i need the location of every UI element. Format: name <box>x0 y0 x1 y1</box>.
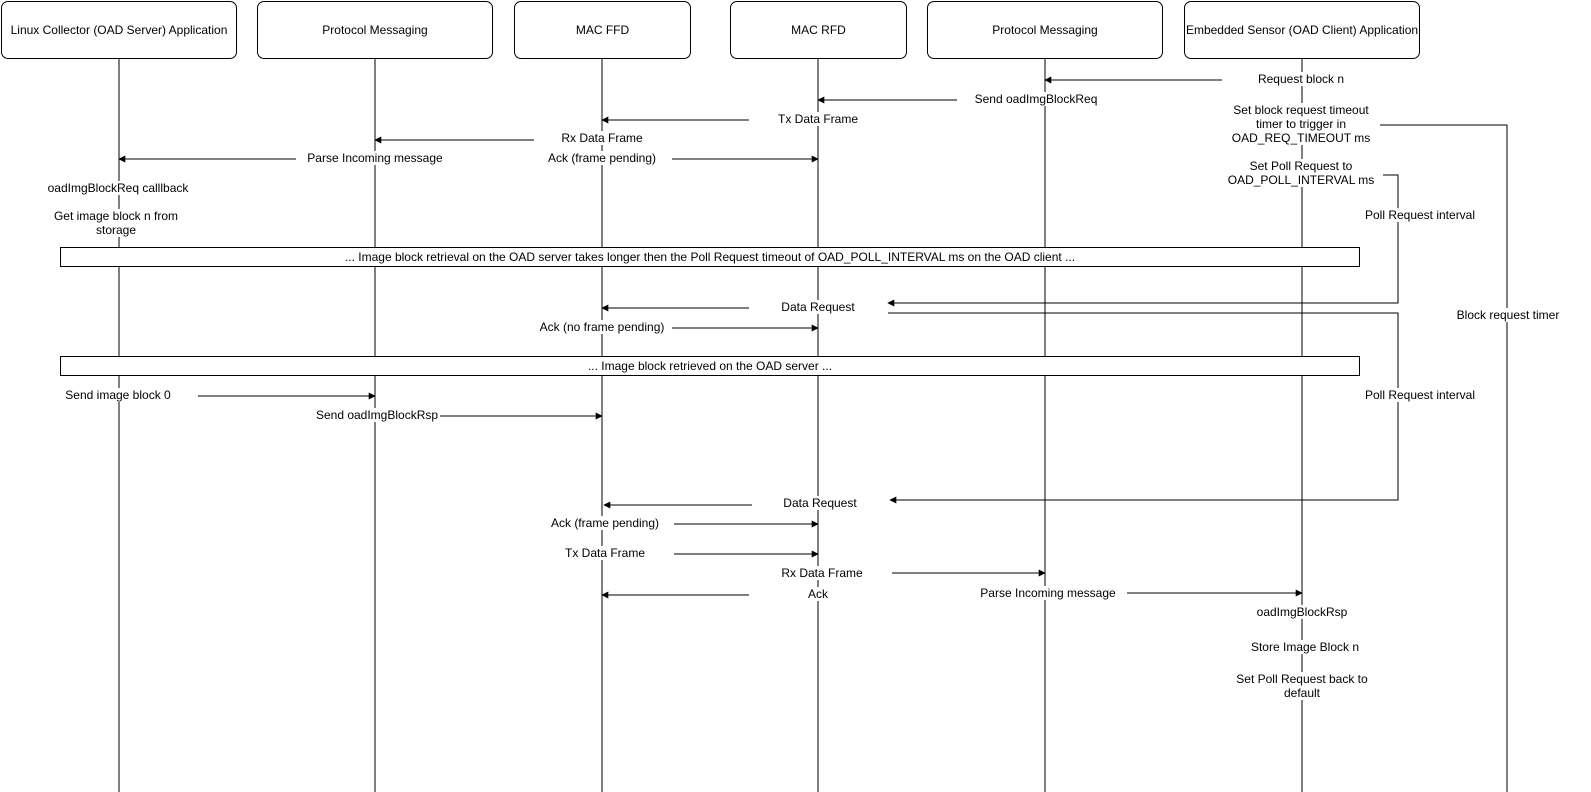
label-send-image-block-0: Send image block 0 <box>65 388 171 402</box>
label-parse-incoming-2: Parse Incoming message <box>980 586 1116 600</box>
label-rx-data-frame-2: Rx Data Frame <box>781 566 863 580</box>
participant-mac-ffd: MAC FFD <box>514 1 691 59</box>
label-data-request-1: Data Request <box>781 300 855 314</box>
participant-linux-collector: Linux Collector (OAD Server) Application <box>1 1 237 59</box>
label-ack-frame-pending-1: Ack (frame pending) <box>547 151 657 165</box>
label-set-block-timeout: Set block request timeout timer to trigg… <box>1226 103 1376 145</box>
label-set-poll-default: Set Poll Request back to default <box>1232 672 1372 700</box>
label-store-image-block: Store Image Block n <box>1250 640 1360 654</box>
poll-interval-bracket-2 <box>888 312 1399 504</box>
label-ack: Ack <box>807 587 829 601</box>
label-poll-interval-2: Poll Request interval <box>1364 388 1476 402</box>
label-ack-frame-pending-2: Ack (frame pending) <box>550 516 660 530</box>
label-get-image-block: Get image block n from storage <box>51 209 181 237</box>
label-ack-no-frame-pending: Ack (no frame pending) <box>539 320 665 334</box>
label-parse-incoming-1: Parse Incoming message <box>307 151 443 165</box>
label-oadimgblockrsp: oadImgBlockRsp <box>1256 605 1348 619</box>
label-set-poll-request: Set Poll Request to OAD_POLL_INTERVAL ms <box>1226 159 1376 187</box>
participant-mac-rfd: MAC RFD <box>730 1 907 59</box>
label-request-block-n: Request block n <box>1257 72 1345 86</box>
label-tx-data-frame-2: Tx Data Frame <box>564 546 646 560</box>
label-poll-interval-1: Poll Request interval <box>1364 208 1476 222</box>
label-block-request-timer: Block request timer <box>1456 308 1560 322</box>
label-tx-data-frame-1: Tx Data Frame <box>777 112 859 126</box>
participant-embedded-sensor: Embedded Sensor (OAD Client) Application <box>1184 1 1420 59</box>
note-block-retrieved: ... Image block retrieved on the OAD ser… <box>60 356 1360 376</box>
label-rx-data-frame-1: Rx Data Frame <box>561 131 643 145</box>
note-retrieval-delay: ... Image block retrieval on the OAD ser… <box>60 247 1360 267</box>
block-request-timer-line <box>1380 124 1508 792</box>
label-send-oadimgblockreq: Send oadImgBlockReq <box>974 92 1098 106</box>
poll-interval-bracket-1 <box>887 174 1399 307</box>
label-data-request-2: Data Request <box>783 496 857 510</box>
label-send-oadimgblockrsp: Send oadImgBlockRsp <box>315 408 439 422</box>
participant-protocol-messaging-server: Protocol Messaging <box>257 1 493 59</box>
label-oadimgblockreq-callback: oadImgBlockReq calllback <box>47 181 189 195</box>
participant-protocol-messaging-client: Protocol Messaging <box>927 1 1163 59</box>
